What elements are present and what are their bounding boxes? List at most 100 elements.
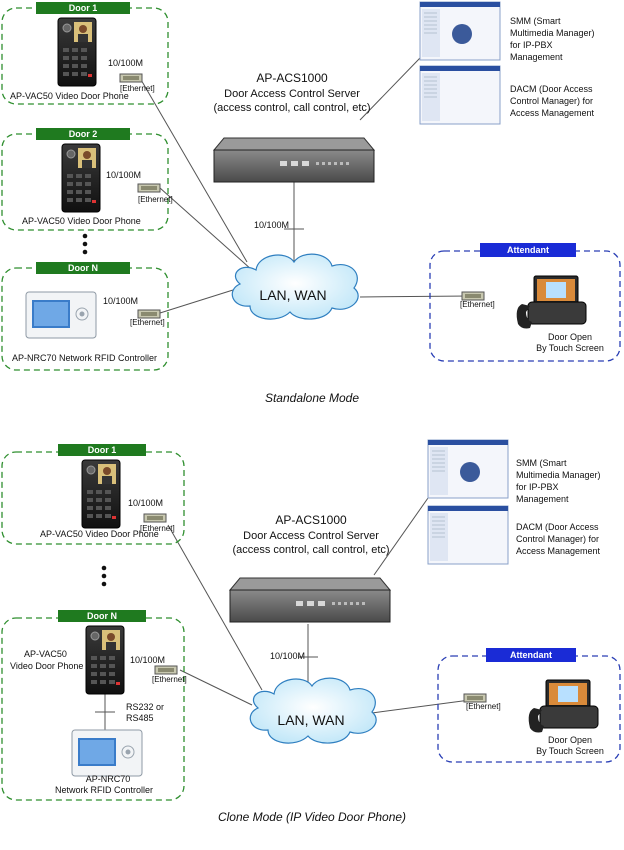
video-door-phone-icon xyxy=(61,143,101,213)
door1-tag-label: Door 1 xyxy=(88,445,117,455)
server-speed: 10/100M xyxy=(270,651,305,661)
attendant-port: [Ethernet] xyxy=(460,300,495,309)
rfid-controller-icon xyxy=(25,291,97,339)
wire-door2-lan xyxy=(159,187,253,271)
video-door-phone-icon xyxy=(57,17,97,87)
doorN-device: AP-NRC70 Network RFID Controller xyxy=(12,353,157,363)
lan-wan-cloud: LAN, WAN xyxy=(231,253,359,320)
dacm-line1: DACM (Door Access xyxy=(510,84,593,94)
smm-line2: Multimedia Manager) xyxy=(516,470,601,480)
doorN-speed: 10/100M xyxy=(130,655,165,665)
server-line1: Door Access Control Server xyxy=(224,88,360,100)
smm-line4: Management xyxy=(510,52,563,62)
ethernet-port-icon xyxy=(119,73,143,83)
doorN-group: Door N 10/100M [Ethernet] AP-NRC70 Netwo… xyxy=(1,262,169,371)
door1-tag xyxy=(58,444,146,456)
dacm-screenshot-icon xyxy=(419,65,501,125)
doorN-group: Door N AP-VAC50 Video Door Phone 10/100M… xyxy=(1,610,187,801)
wire-doorN-lan xyxy=(159,289,234,314)
cloud-label: LAN, WAN xyxy=(259,287,326,303)
attendant-phone-icon xyxy=(516,275,587,329)
door2-box xyxy=(1,133,169,231)
clone-caption: Clone Mode (IP Video Door Phone) xyxy=(218,810,406,824)
lan-wan-cloud: LAN, WAN xyxy=(249,677,377,744)
manager-group: SMM (Smart Multimedia Manager) for IP-PB… xyxy=(427,439,601,565)
door1-tag-label: Door 1 xyxy=(69,3,98,13)
door2-tag-label: Door 2 xyxy=(69,129,98,139)
door1-group: Door 1 10/100M [Ethernet] AP-VAC50 Video… xyxy=(1,444,185,545)
doorN-tag xyxy=(58,610,146,622)
door1-port: [Ethernet] xyxy=(140,524,175,533)
doorN-tag-label: Door N xyxy=(68,263,98,273)
attendant-phone-icon xyxy=(528,679,599,733)
attendant-tag xyxy=(480,243,576,257)
doorN-port: [Ethernet] xyxy=(130,318,165,327)
wire-server-manager xyxy=(373,497,429,576)
server-group: AP-ACS1000 Door Access Control Server (a… xyxy=(229,513,391,661)
manager-group: SMM (Smart Multimedia Manager) for IP-PB… xyxy=(419,1,595,125)
attendant-line2: By Touch Screen xyxy=(536,343,604,353)
doorN-serial1: RS232 or xyxy=(126,702,164,712)
more-doors-dots xyxy=(82,233,88,255)
door2-device: AP-VAC50 Video Door Phone xyxy=(22,216,141,226)
door2-port: [Ethernet] xyxy=(138,195,173,204)
server-group: AP-ACS1000 Door Access Control Server (a… xyxy=(213,71,375,230)
smm-line4: Management xyxy=(516,494,569,504)
smm-globe-icon xyxy=(452,24,472,44)
door2-tag xyxy=(36,128,130,140)
ethernet-port-icon xyxy=(463,693,487,703)
smm-line3: for IP-PBX xyxy=(510,40,553,50)
cloud-label: LAN, WAN xyxy=(277,712,344,728)
ethernet-port-icon xyxy=(137,183,161,193)
standalone-section: Door 1 10/100M [Ethernet] AP-VAC50 Video… xyxy=(1,1,621,405)
dacm-line2: Control Manager) for xyxy=(516,534,599,544)
smm-line3: for IP-PBX xyxy=(516,482,559,492)
doorN-tag xyxy=(36,262,130,274)
doorN-port: [Ethernet] xyxy=(152,675,187,684)
server-line2: (access control, call control, etc) xyxy=(232,544,389,556)
wire-doorN-lan xyxy=(179,669,253,706)
wire-lan-attendant xyxy=(371,699,471,714)
attendant-port: [Ethernet] xyxy=(466,702,501,711)
doorN-box xyxy=(1,267,169,371)
door1-speed: 10/100M xyxy=(108,58,143,68)
server-icon xyxy=(229,577,391,623)
attendant-group: Attendant [Ethernet] Door Open By Touch … xyxy=(437,648,621,763)
video-door-phone-icon xyxy=(81,459,121,529)
wire-server-manager xyxy=(359,57,421,121)
smm-globe-icon xyxy=(460,462,480,482)
door1-group: Door 1 10/100M [Ethernet] AP-VAC50 Video… xyxy=(1,2,169,105)
door1-speed: 10/100M xyxy=(128,498,163,508)
server-line2: (access control, call control, etc) xyxy=(213,102,370,114)
dacm-line3: Access Management xyxy=(516,546,601,556)
attendant-line1: Door Open xyxy=(548,735,592,745)
doorN-box xyxy=(1,617,185,801)
attendant-tag xyxy=(486,648,576,662)
dacm-line2: Control Manager) for xyxy=(510,96,593,106)
cloud-icon xyxy=(249,677,377,744)
door1-port: [Ethernet] xyxy=(120,84,155,93)
door2-speed: 10/100M xyxy=(106,170,141,180)
rfid-controller-icon xyxy=(71,729,143,777)
doorN-phone-line1: AP-VAC50 xyxy=(24,649,67,659)
ethernet-port-icon xyxy=(461,291,485,301)
door1-device: AP-VAC50 Video Door Phone xyxy=(40,529,159,539)
doorN-serial2: RS485 xyxy=(126,713,154,723)
ethernet-port-icon xyxy=(143,513,167,523)
doorN-rfid-line2: Network RFID Controller xyxy=(55,785,153,795)
smm-line1: SMM (Smart xyxy=(516,458,567,468)
attendant-tag-label: Attendant xyxy=(507,245,549,255)
doorN-phone-line2: Video Door Phone xyxy=(10,661,83,671)
door1-tag xyxy=(36,2,130,14)
server-name: AP-ACS1000 xyxy=(275,513,347,527)
dacm-line3: Access Management xyxy=(510,108,595,118)
dacm-line1: DACM (Door Access xyxy=(516,522,599,532)
standalone-caption: Standalone Mode xyxy=(265,391,359,405)
wire-lan-attendant xyxy=(359,295,471,298)
smm-line2: Multimedia Manager) xyxy=(510,28,595,38)
clone-section: Door 1 10/100M [Ethernet] AP-VAC50 Video… xyxy=(1,439,621,824)
wire-door1-lan xyxy=(167,524,263,691)
door1-box xyxy=(1,7,169,105)
ethernet-port-icon xyxy=(154,665,178,675)
